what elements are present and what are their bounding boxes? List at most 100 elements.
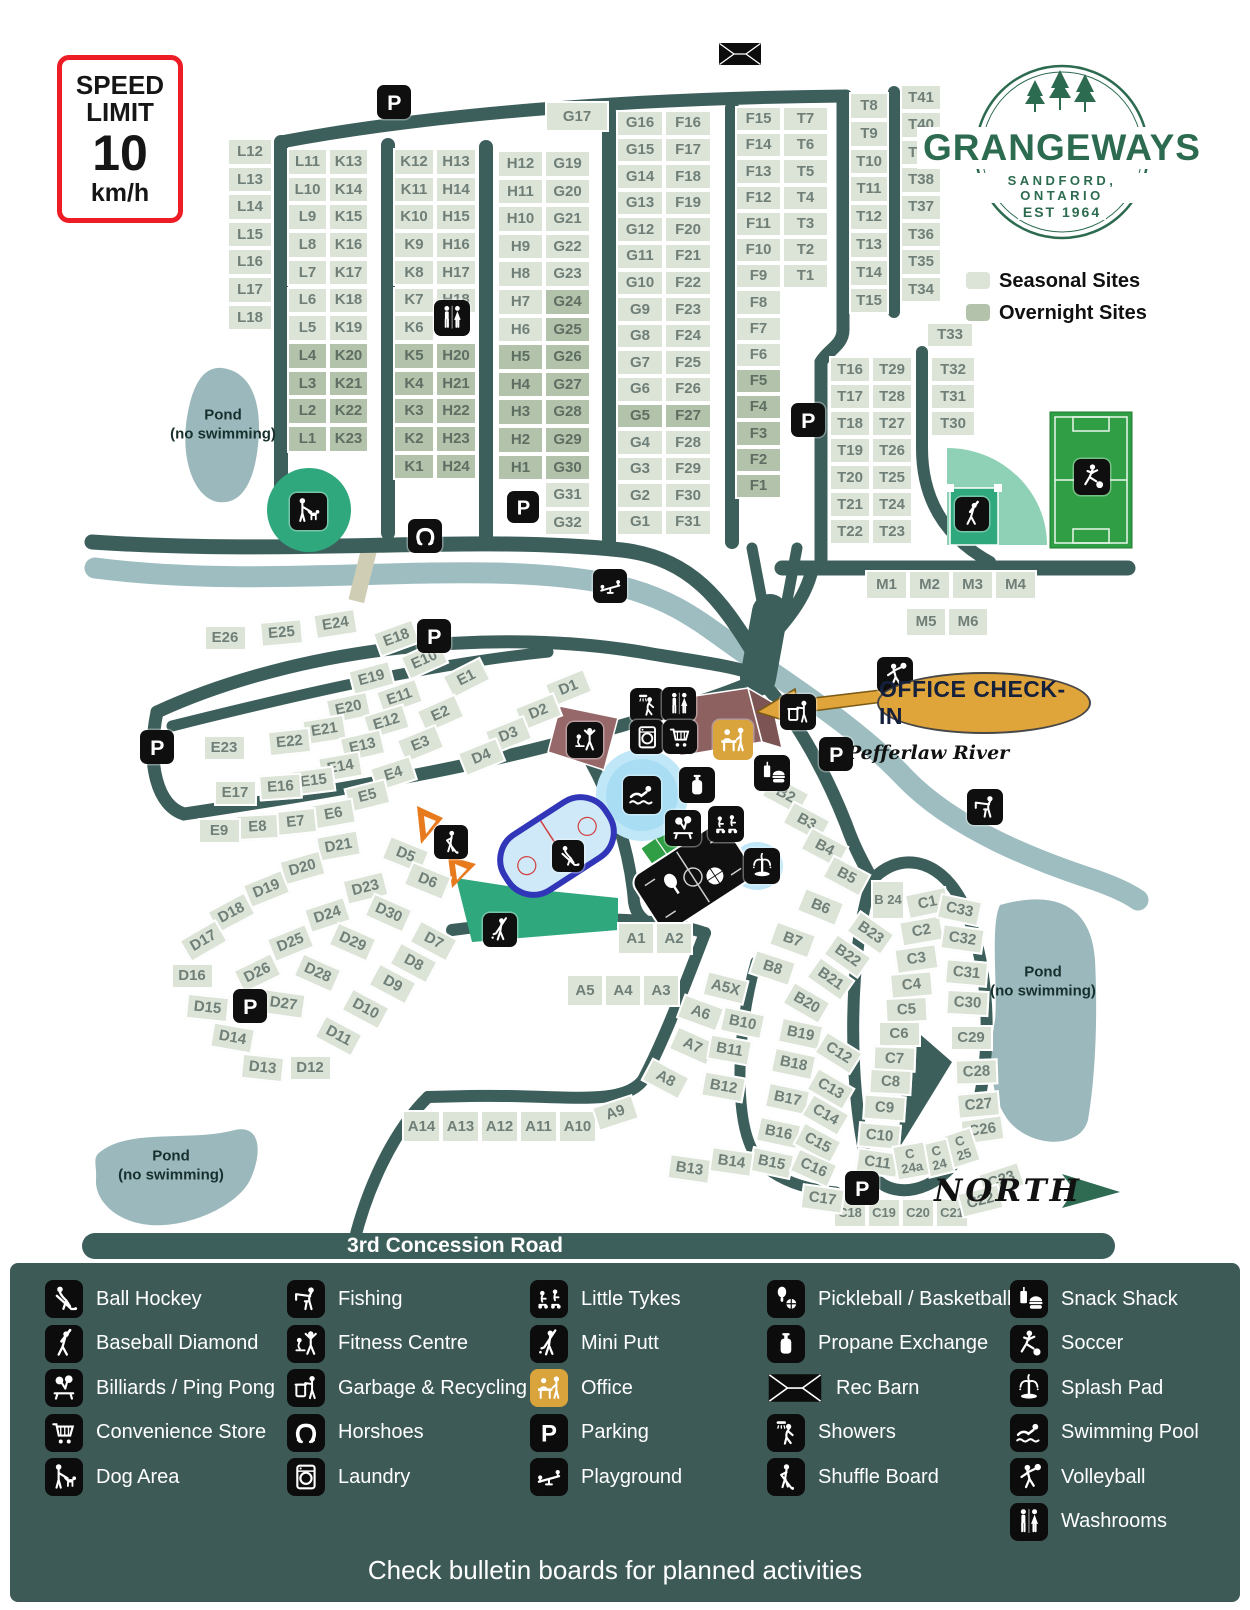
legend-item-littletykes: Little Tykes bbox=[530, 1277, 682, 1322]
site-T7: T7 bbox=[782, 106, 829, 133]
site-H8: H8 bbox=[497, 260, 544, 288]
site-G11: G11 bbox=[616, 243, 664, 270]
site-F22: F22 bbox=[664, 269, 712, 297]
site-C5: C5 bbox=[883, 995, 929, 1025]
site-G9: G9 bbox=[616, 296, 664, 323]
legend-item-ball-hockey: Ball Hockey bbox=[45, 1277, 275, 1322]
legend-label: Fishing bbox=[338, 1287, 403, 1310]
site-F13: F13 bbox=[735, 158, 782, 185]
shuffleboard-flags bbox=[417, 806, 476, 888]
site-L6: L6 bbox=[287, 286, 328, 315]
propane-icon bbox=[767, 1324, 805, 1363]
site-T17: T17 bbox=[829, 383, 871, 410]
site-H12: H12 bbox=[497, 150, 544, 178]
littletykes-icon bbox=[530, 1280, 568, 1319]
site-D12: D12 bbox=[288, 1055, 332, 1081]
billiards-icon bbox=[45, 1369, 83, 1408]
site-L9: L9 bbox=[287, 203, 328, 232]
site-F3: F3 bbox=[735, 420, 782, 447]
site-A12: A12 bbox=[480, 1110, 519, 1143]
site-G4: G4 bbox=[616, 429, 664, 456]
site-T34: T34 bbox=[900, 275, 942, 304]
site-H6: H6 bbox=[497, 315, 544, 344]
site-H21: H21 bbox=[435, 369, 477, 398]
site-K9: K9 bbox=[393, 231, 435, 259]
site-H22: H22 bbox=[435, 397, 477, 425]
site-M4: M4 bbox=[994, 570, 1037, 600]
legend-item-volleyball: Volleyball bbox=[1010, 1455, 1199, 1500]
showers-icon bbox=[630, 688, 664, 722]
legend-label: Office bbox=[581, 1376, 633, 1399]
site-F31: F31 bbox=[664, 509, 712, 536]
littletykes-icon bbox=[708, 806, 744, 842]
site-K14: K14 bbox=[328, 175, 369, 204]
ball-hockey-icon bbox=[552, 840, 584, 872]
site-T25: T25 bbox=[871, 464, 913, 491]
parking-icon bbox=[530, 1413, 568, 1452]
site-F25: F25 bbox=[664, 349, 712, 376]
site-F1: F1 bbox=[735, 472, 782, 499]
site-C28: C28 bbox=[954, 1058, 998, 1086]
site-H15: H15 bbox=[435, 203, 477, 232]
site-G1: G1 bbox=[616, 509, 664, 536]
site-G2: G2 bbox=[616, 482, 664, 509]
site-K13: K13 bbox=[328, 148, 369, 176]
site-T18: T18 bbox=[829, 410, 871, 437]
site-C31: C31 bbox=[943, 958, 989, 988]
site-E17: E17 bbox=[213, 780, 257, 806]
site-K7: K7 bbox=[393, 286, 435, 315]
legend-item-parking: Parking bbox=[530, 1411, 682, 1456]
shuffle-icon bbox=[434, 825, 468, 859]
site-M1: M1 bbox=[865, 570, 908, 600]
site-E23: E23 bbox=[202, 735, 246, 761]
legend-label: Baseball Diamond bbox=[96, 1332, 259, 1355]
site-H5: H5 bbox=[497, 343, 544, 371]
site-L3: L3 bbox=[287, 369, 328, 398]
site-H7: H7 bbox=[497, 288, 544, 316]
site-T4: T4 bbox=[782, 184, 829, 211]
north-arrow bbox=[1062, 1174, 1120, 1208]
cart-icon bbox=[663, 720, 697, 754]
logo-name: GRANGEWAYS bbox=[917, 127, 1207, 169]
legend-label: Mini Putt bbox=[581, 1332, 659, 1355]
parking-icon bbox=[845, 1171, 879, 1205]
legend-label: Propane Exchange bbox=[818, 1332, 989, 1355]
site-T23: T23 bbox=[871, 518, 913, 545]
baseball-icon bbox=[955, 497, 989, 531]
legend-item-pickleball: Pickleball / Basketball bbox=[767, 1277, 1011, 1322]
river-label: Pefferlaw River bbox=[846, 742, 1010, 764]
site-G26: G26 bbox=[544, 343, 591, 371]
site-M3: M3 bbox=[951, 570, 994, 600]
legend-label: Fitness Centre bbox=[338, 1332, 469, 1355]
site-A2: A2 bbox=[655, 922, 693, 955]
site-F8: F8 bbox=[735, 289, 782, 316]
site-K12: K12 bbox=[393, 148, 435, 176]
speed-sign-value: 10 bbox=[92, 125, 148, 182]
site-F10: F10 bbox=[735, 237, 782, 264]
legend-label: Volleyball bbox=[1061, 1465, 1146, 1488]
site-F18: F18 bbox=[664, 163, 712, 190]
site-T21: T21 bbox=[829, 491, 871, 518]
propane-icon bbox=[679, 767, 715, 803]
pond-label-sw: Pond(no swimming) bbox=[118, 1147, 224, 1183]
legend-item-baseball: Baseball Diamond bbox=[45, 1322, 275, 1367]
laundry-icon bbox=[630, 720, 664, 754]
site-F19: F19 bbox=[664, 189, 712, 217]
site-L5: L5 bbox=[287, 314, 328, 342]
site-H17: H17 bbox=[435, 258, 477, 287]
site-H13: H13 bbox=[435, 148, 477, 176]
site-H3: H3 bbox=[497, 398, 544, 426]
site-C9: C9 bbox=[861, 1093, 907, 1123]
site-K6: K6 bbox=[393, 314, 435, 342]
site-T24: T24 bbox=[871, 491, 913, 518]
site-T33: T33 bbox=[926, 322, 974, 348]
fitness-icon bbox=[287, 1324, 325, 1363]
site-F9: F9 bbox=[735, 263, 782, 290]
site-G12: G12 bbox=[616, 216, 664, 243]
site-T1: T1 bbox=[782, 263, 829, 290]
pond-label-nw: Pond(no swimming) bbox=[170, 406, 276, 442]
pond-east bbox=[991, 899, 1097, 1142]
site-G8: G8 bbox=[616, 322, 664, 350]
site-F26: F26 bbox=[664, 376, 712, 403]
